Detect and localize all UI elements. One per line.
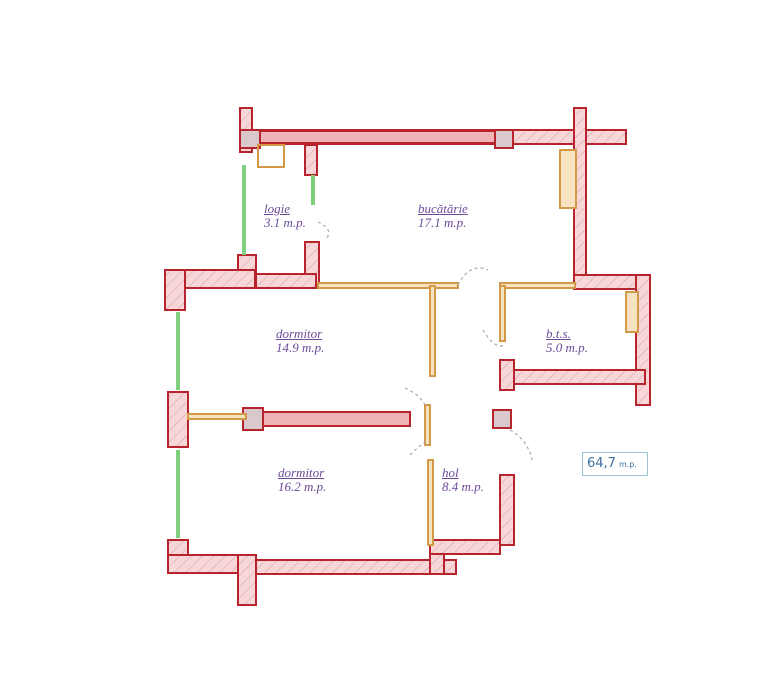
room-label-dormitor-2: dormitor 16.2 m.p. xyxy=(278,465,327,494)
total-area-value: 64,7 xyxy=(587,456,616,471)
room-label-bucatarie: bucătărie 17.1 m.p. xyxy=(418,201,468,230)
room-label-hol: hol 8.4 m.p. xyxy=(442,465,484,494)
door-swings xyxy=(317,221,533,461)
windows xyxy=(176,165,315,538)
total-area-unit: m.p. xyxy=(618,460,637,469)
room-label-logie: logie 3.1 m.p. xyxy=(264,201,306,230)
exterior-walls xyxy=(164,107,651,606)
room-label-bts: b.t.s. 5.0 m.p. xyxy=(546,326,588,355)
interior-partitions xyxy=(187,144,639,546)
room-label-dormitor-1: dormitor 14.9 m.p. xyxy=(276,326,325,355)
